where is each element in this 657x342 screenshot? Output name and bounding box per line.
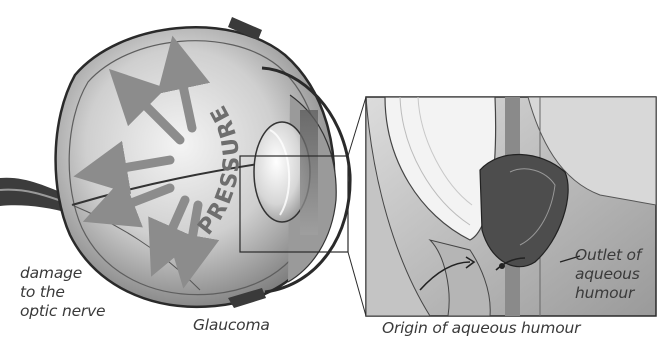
damage-label-line-2: to the bbox=[20, 283, 105, 302]
outlet-label-line-2: aqueous bbox=[575, 265, 641, 284]
outlet-label-line-3: humour bbox=[575, 284, 641, 303]
damage-label-line-1: damage bbox=[20, 264, 105, 283]
damage-label-line-3: optic nerve bbox=[20, 302, 105, 321]
glaucoma-label: Glaucoma bbox=[193, 316, 270, 335]
origin-aqueous-humour-label: Origin of aqueous humour bbox=[382, 319, 580, 338]
zoom-connector-top bbox=[348, 97, 366, 156]
outlet-aqueous-humour-label: Outlet of aqueous humour bbox=[575, 246, 641, 303]
outlet-label-line-1: Outlet of bbox=[575, 246, 641, 265]
zoom-connector-bottom bbox=[348, 252, 366, 316]
damage-optic-nerve-label: damage to the optic nerve bbox=[20, 264, 105, 321]
